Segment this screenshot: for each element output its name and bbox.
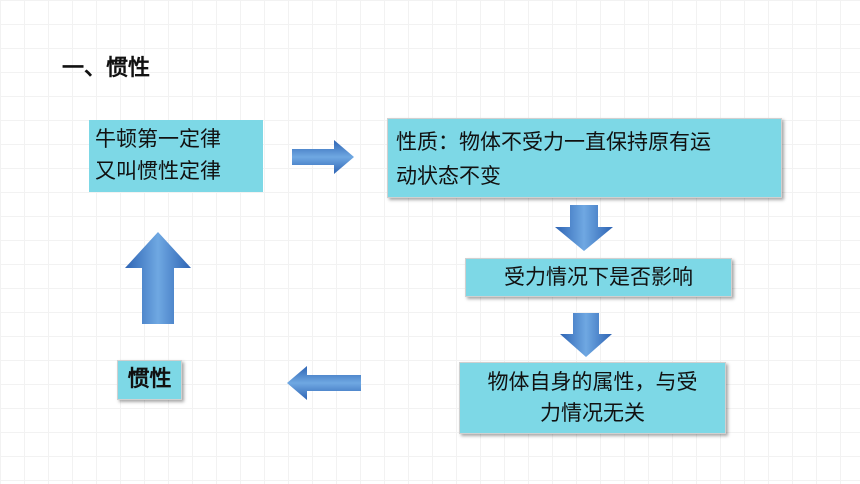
property-line-2: 动状态不变 — [396, 164, 501, 188]
law-line-2: 又叫惯性定律 — [95, 159, 221, 183]
right-arrow-icon — [292, 140, 354, 174]
question-box: 受力情况下是否影响 — [465, 258, 732, 297]
section-title: 一、惯性 — [62, 56, 151, 81]
answer-line-2: 力情况无关 — [540, 401, 645, 425]
down-arrow-icon — [555, 205, 613, 251]
up-arrow-icon — [125, 232, 191, 324]
answer-box: 物体自身的属性，与受 力情况无关 — [459, 362, 726, 434]
property-box: 性质：物体不受力一直保持原有运 动状态不变 — [387, 118, 782, 198]
inertia-box: 惯性 — [117, 360, 182, 400]
property-line-1: 性质：物体不受力一直保持原有运 — [396, 130, 711, 154]
answer-line-1: 物体自身的属性，与受 — [487, 370, 698, 394]
left-arrow-icon — [287, 366, 361, 400]
newton-first-law-box: 牛顿第一定律 又叫惯性定律 — [89, 120, 263, 192]
law-line-1: 牛顿第一定律 — [95, 127, 221, 151]
down-arrow-icon — [560, 313, 612, 357]
